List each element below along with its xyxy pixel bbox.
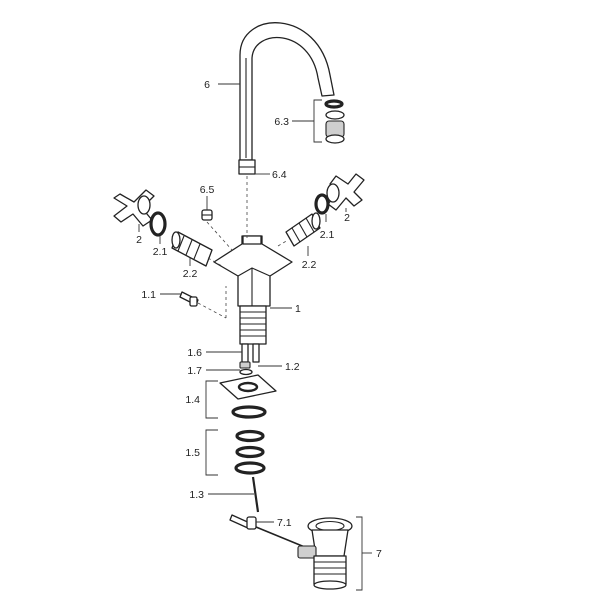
base-plate	[219, 374, 277, 419]
grub-screw	[201, 209, 213, 221]
label-fixing-set: 1.5	[185, 447, 200, 459]
label-grub-screw: 6.5	[200, 184, 215, 196]
label-handle-right: 2	[344, 212, 350, 224]
faucet-body	[213, 235, 293, 307]
label-lever: 1.1	[141, 289, 156, 301]
label-spout: 6	[204, 79, 210, 91]
stud	[241, 343, 260, 363]
handle-left	[113, 189, 155, 227]
label-stud-nut: 1.2	[285, 361, 300, 373]
spout	[239, 22, 335, 161]
cartridge-right	[285, 212, 321, 247]
label-rod-clip: 7.1	[277, 517, 292, 529]
label-waste: 7	[376, 548, 382, 560]
stud-nut	[239, 361, 251, 369]
label-cartridge-left: 2.2	[183, 268, 198, 280]
label-cartridge-right: 2.2	[302, 259, 317, 271]
pull-rod	[251, 476, 260, 513]
washer	[239, 368, 253, 376]
fixing-set	[234, 429, 266, 475]
rod-clip	[229, 514, 313, 551]
label-stud: 1.6	[187, 347, 202, 359]
cartridge-left	[171, 231, 213, 267]
threaded-shank	[239, 305, 267, 345]
label-washer: 1.7	[187, 365, 202, 377]
label-pull-rod: 1.3	[189, 489, 204, 501]
lever	[179, 291, 199, 307]
label-base-plate: 1.4	[185, 394, 200, 406]
assembly-guides	[197, 176, 289, 319]
label-cap-right: 2.1	[320, 229, 335, 241]
label-body: 1	[295, 303, 301, 315]
spout-nut	[238, 159, 256, 175]
label-cap-left: 2.1	[153, 246, 168, 258]
leader-lines	[138, 83, 372, 591]
handle-right	[326, 173, 365, 211]
label-handle-left: 2	[136, 234, 142, 246]
label-spout-nut: 6.4	[272, 169, 287, 181]
cap-right	[314, 193, 330, 215]
waste	[297, 517, 353, 590]
aerator	[324, 99, 345, 144]
part-labels: 6 6.3 6.4 6.5 2 2.1 2.2 2 2.1 2.2 1.1 1 …	[136, 79, 382, 560]
cap-left	[149, 211, 167, 237]
label-aerator: 6.3	[274, 116, 289, 128]
